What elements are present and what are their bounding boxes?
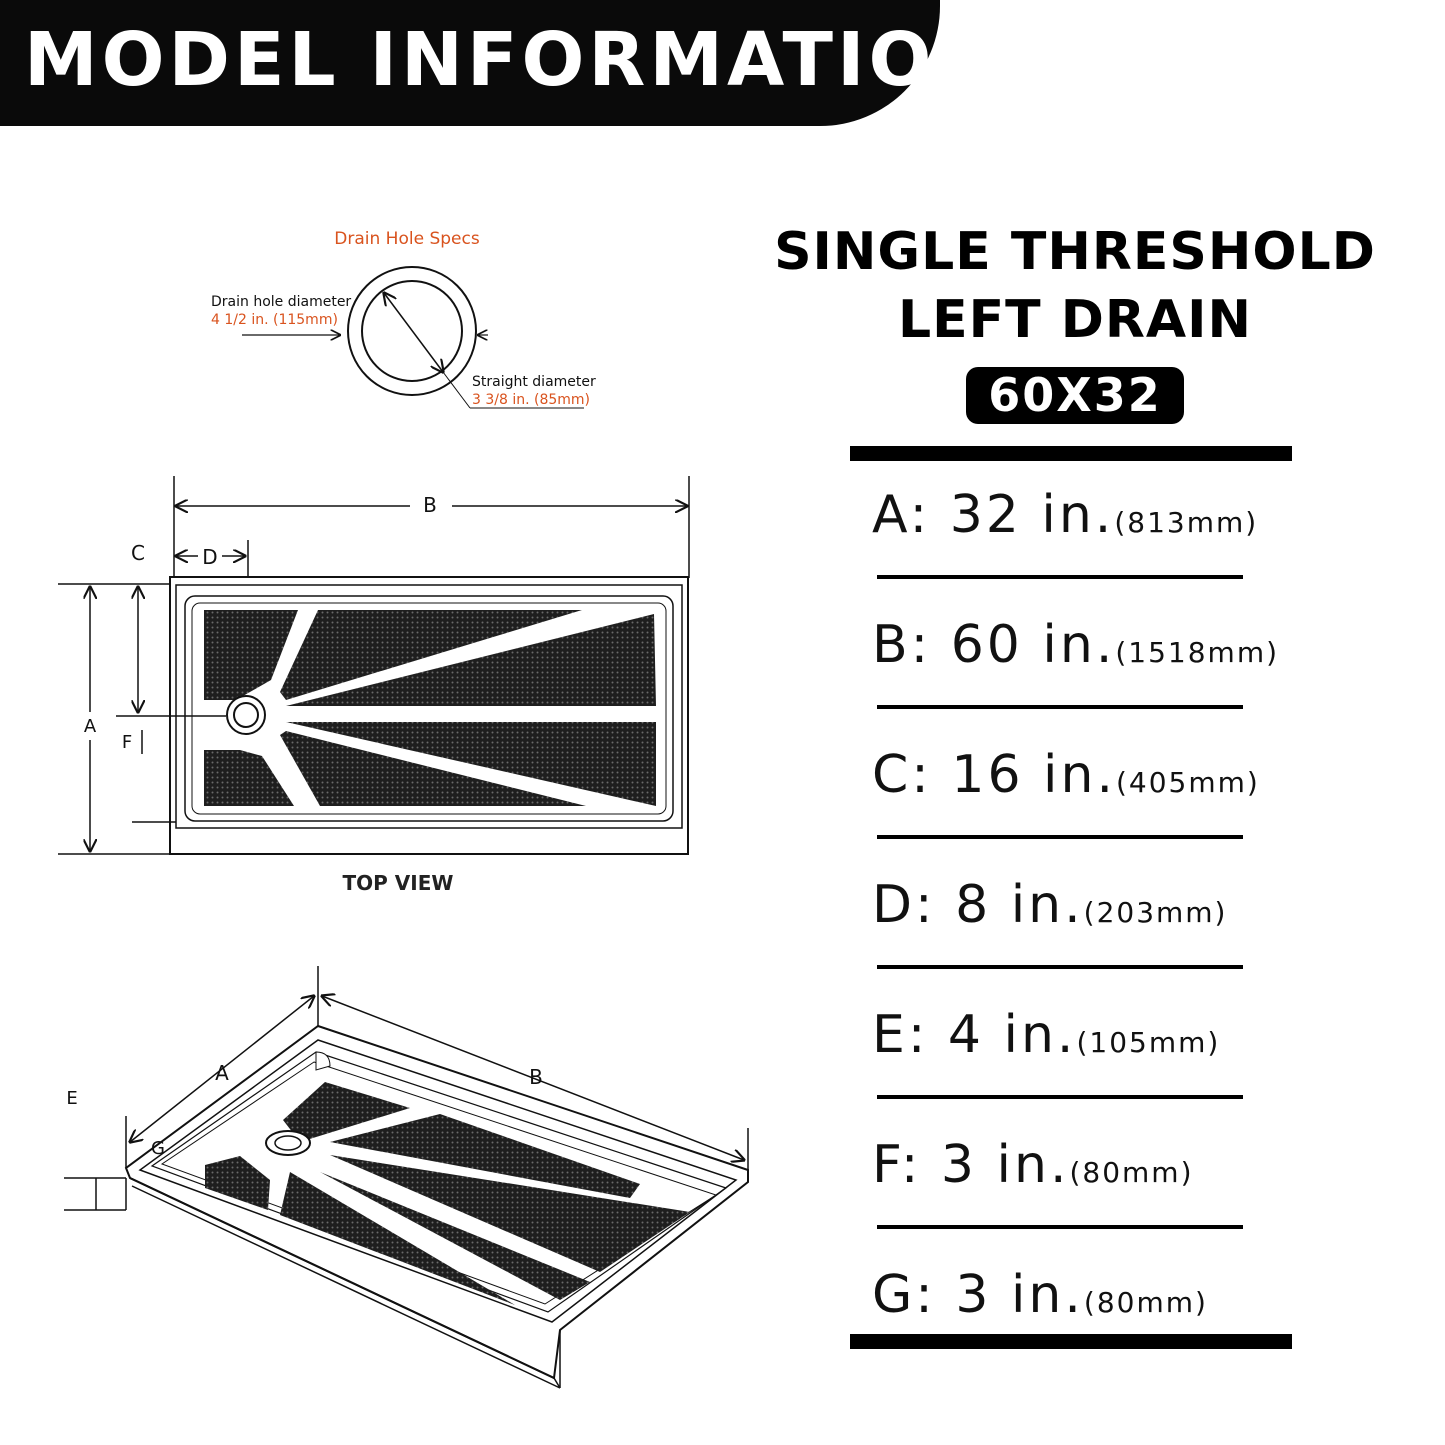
- spec-divider: [877, 1225, 1243, 1229]
- drain-inner-circle: [361, 280, 463, 382]
- isometric-drawing: A B G E: [64, 966, 749, 1389]
- spec-row-a: A: 32 in.(813mm): [872, 485, 1258, 545]
- spec-g-value: G: 3 in.: [872, 1265, 1084, 1325]
- spec-b-mm: (1518mm): [1115, 636, 1280, 669]
- spec-d-value: D: 8 in.: [872, 875, 1084, 935]
- top-label-d: D: [202, 545, 217, 569]
- model-size-badge: 60X32: [966, 367, 1184, 424]
- spec-row-f: F: 3 in.(80mm): [872, 1135, 1194, 1195]
- top-view-drawing: B C D A F TOP VIEW: [58, 476, 690, 895]
- header-banner: MODEL INFORMATION: [0, 0, 997, 126]
- spec-divider: [877, 965, 1243, 969]
- drain-hole-specs: Drain Hole Specs Drain hole diameter 4 1…: [211, 229, 596, 409]
- spec-f-value: F: 3 in.: [872, 1135, 1070, 1195]
- spec-g-mm: (80mm): [1083, 1286, 1208, 1319]
- product-type-line1: SINGLE THRESHOLD: [774, 222, 1376, 282]
- iso-label-b: B: [529, 1065, 543, 1089]
- iso-label-a: A: [215, 1061, 229, 1085]
- drain-hole-value: 4 1/2 in. (115mm): [211, 312, 338, 328]
- spec-divider: [877, 1095, 1243, 1099]
- spec-c-value: C: 16 in.: [872, 745, 1116, 805]
- bottom-divider: [850, 1334, 1292, 1349]
- spec-b-value: B: 60 in.: [872, 615, 1116, 675]
- top-label-b: B: [423, 493, 437, 517]
- product-type-line2: LEFT DRAIN: [897, 290, 1253, 350]
- iso-label-g: G: [151, 1138, 165, 1159]
- drain-hole-label: Drain hole diameter: [211, 294, 351, 310]
- drain-specs-title: Drain Hole Specs: [334, 229, 480, 249]
- spec-divider: [877, 705, 1243, 709]
- page-title: MODEL INFORMATION: [24, 17, 1002, 103]
- spec-d-mm: (203mm): [1083, 896, 1228, 929]
- spec-e-mm: (105mm): [1076, 1026, 1221, 1059]
- drain-outer-circle: [347, 266, 477, 396]
- spec-e-value: E: 4 in.: [872, 1005, 1077, 1065]
- spec-row-b: B: 60 in.(1518mm): [872, 615, 1279, 675]
- spec-a-mm: (813mm): [1114, 506, 1259, 539]
- spec-row-g: G: 3 in.(80mm): [872, 1265, 1208, 1325]
- top-label-f: F: [122, 732, 132, 753]
- top-label-a: A: [84, 716, 97, 737]
- spec-f-mm: (80mm): [1069, 1156, 1194, 1189]
- top-label-c: C: [131, 541, 145, 565]
- spec-row-c: C: 16 in.(405mm): [872, 745, 1260, 805]
- spec-divider: [877, 575, 1243, 579]
- spec-divider: [877, 835, 1243, 839]
- spec-a-value: A: 32 in.: [872, 485, 1115, 545]
- straight-diameter-value: 3 3/8 in. (85mm): [472, 392, 590, 408]
- top-divider: [850, 446, 1292, 461]
- iso-label-e: E: [66, 1088, 77, 1109]
- spec-c-mm: (405mm): [1116, 766, 1260, 799]
- top-view-caption: TOP VIEW: [343, 871, 454, 895]
- spec-row-e: E: 4 in.(105mm): [872, 1005, 1220, 1065]
- straight-diameter-label: Straight diameter: [472, 374, 596, 390]
- product-diagram: Drain Hole Specs Drain hole diameter 4 1…: [58, 229, 749, 1389]
- spec-row-d: D: 8 in.(203mm): [872, 875, 1227, 935]
